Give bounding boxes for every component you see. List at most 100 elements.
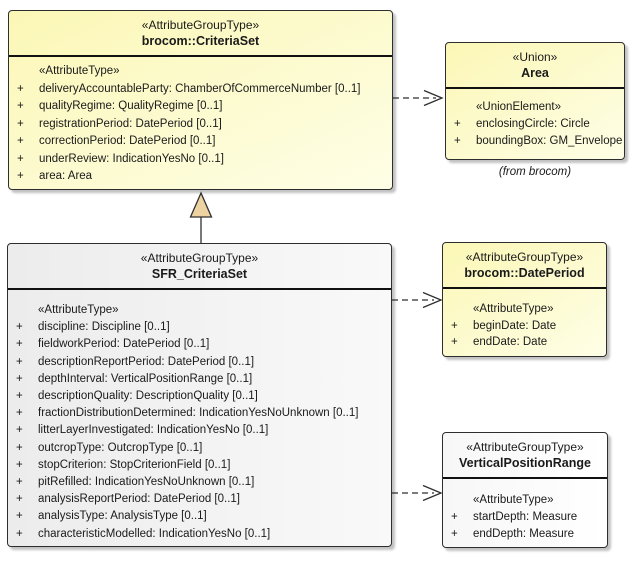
visibility-sign: + <box>17 135 24 147</box>
visibility-sign: + <box>16 510 23 523</box>
visibility-sign: + <box>16 321 23 334</box>
class-box-brocom-dateperiod[interactable]: «AttributeGroupType» brocom::DatePeriod … <box>442 242 607 357</box>
attribute-text: registrationPeriod: DatePeriod [0..1] <box>39 117 222 130</box>
class-box-verticalpositionrange[interactable]: «AttributeGroupType» VerticalPositionRan… <box>442 432 608 548</box>
attribute-row: + pitRefilled: IndicationYesNoUnknown [0.… <box>16 474 389 491</box>
visibility-sign: + <box>451 511 458 523</box>
visibility-sign: + <box>17 152 24 165</box>
class-attributes: «AttributeType» +startDepth: Measure + en… <box>443 479 607 543</box>
class-header: «AttributeGroupType» SFR_CriteriaSet <box>8 244 391 290</box>
attribute-text: analysisReportPeriod: DatePeriod [0..1] <box>38 493 240 506</box>
attribute-row: + deliveryAccountableParty: ChamberOfComm… <box>17 81 390 99</box>
class-stereotype: «AttributeGroupType» <box>465 250 584 264</box>
visibility-sign: + <box>16 424 23 437</box>
visibility-sign: + <box>16 372 23 385</box>
class-name: Area <box>521 66 549 80</box>
visibility-sign: + <box>17 170 24 182</box>
attribute-text: deliveryAccountableParty: ChamberOfComme… <box>39 82 361 95</box>
visibility-sign: + <box>16 493 23 506</box>
attribute-text: outcropType: OutcropType [0..1] <box>38 441 203 454</box>
attribute-text: correctionPeriod: DatePeriod [0..1] <box>39 135 216 147</box>
attribute-row: + fractionDistributionDetermined: Indicat… <box>16 405 389 422</box>
attribute-row: + descriptionReportPeriod: DatePeriod [0.… <box>16 354 389 371</box>
visibility-sign: + <box>16 441 23 454</box>
attribute-text: qualityRegime: QualityRegime [0..1] <box>39 100 223 112</box>
attribute-text: fieldworkPeriod: DatePeriod [0..1] <box>38 338 210 351</box>
attribute-row: + enclosingCircle: Circle <box>454 116 622 133</box>
visibility-sign: + <box>451 528 458 540</box>
section-stereotype: «AttributeType» <box>38 304 119 316</box>
generalization-arrow[interactable] <box>189 191 213 243</box>
attribute-text: discipline: Discipline [0..1] <box>38 321 170 334</box>
dependency-arrow-to-dateperiod[interactable] <box>392 291 443 309</box>
attribute-row: + correctionPeriod: DatePeriod [0..1] <box>17 133 390 151</box>
visibility-sign: + <box>17 117 24 130</box>
attribute-row: + beginDate: Date <box>451 318 604 335</box>
visibility-sign: + <box>16 458 23 471</box>
attribute-row: + depthInterval: VerticalPositionRange [0… <box>16 371 389 388</box>
attribute-text: boundingBox: GM_Envelope <box>476 135 623 147</box>
attribute-row: + registrationPeriod: DatePeriod [0..1] <box>17 116 390 134</box>
dependency-arrow-to-verticalpositionrange[interactable] <box>392 484 443 502</box>
class-attributes: «AttributeType» + deliveryAccountablePart… <box>9 57 392 186</box>
visibility-sign: + <box>16 338 23 351</box>
class-header: «AttributeGroupType» brocom::CriteriaSet <box>9 11 392 57</box>
class-header: «AttributeGroupType» brocom::DatePeriod <box>443 243 606 289</box>
attribute-row: + boundingBox: GM_Envelope <box>454 133 622 150</box>
class-box-brocom-criteriaset[interactable]: «AttributeGroupType» brocom::CriteriaSet… <box>8 10 393 190</box>
class-box-area[interactable]: «Union» Area «UnionElement» + enclosingCi… <box>445 42 625 160</box>
attribute-row: + outcropType: OutcropType [0..1] <box>16 440 389 457</box>
visibility-sign: + <box>454 135 461 147</box>
attribute-text: pitRefilled: IndicationYesNoUnknown [0..… <box>38 476 255 489</box>
section-stereotype: «AttributeType» <box>473 494 554 506</box>
visibility-sign: + <box>16 390 23 403</box>
attribute-text: stopCriterion: StopCriterionField [0..1] <box>38 458 231 471</box>
attribute-text: endDate: Date <box>473 336 548 348</box>
class-stereotype: «Union» <box>512 50 558 64</box>
visibility-sign: + <box>16 407 23 420</box>
class-attributes: «AttributeType» + beginDate: Date +endDat… <box>443 289 606 351</box>
attribute-text: endDepth: Measure <box>473 528 575 540</box>
attribute-text: area: Area <box>39 170 93 182</box>
class-attributes: «AttributeType» + discipline: Discipline … <box>8 290 391 543</box>
class-stereotype: «AttributeGroupType» <box>140 251 259 265</box>
class-name: brocom::CriteriaSet <box>141 34 260 48</box>
attribute-text: beginDate: Date <box>473 319 557 332</box>
attribute-row: + stopCriterion: StopCriterionField [0..1… <box>16 457 389 474</box>
attribute-text: underReview: IndicationYesNo [0..1] <box>39 152 224 165</box>
class-stereotype: «AttributeGroupType» <box>466 440 584 454</box>
visibility-sign: + <box>451 319 458 332</box>
attribute-text: fractionDistributionDetermined: Indicati… <box>38 407 359 420</box>
attribute-text: characteristicModelled: IndicationYesNo … <box>38 527 271 540</box>
section-stereotype: «UnionElement» <box>476 101 562 113</box>
visibility-sign: + <box>16 476 23 489</box>
attribute-row: + area: Area <box>17 168 390 186</box>
class-box-sfr-criteriaset[interactable]: «AttributeGroupType» SFR_CriteriaSet «At… <box>7 243 392 547</box>
class-name: brocom::DatePeriod <box>464 266 585 280</box>
visibility-sign: + <box>17 82 24 95</box>
attribute-row: + discipline: Discipline [0..1] <box>16 319 389 336</box>
attribute-text: depthInterval: VerticalPositionRange [0.… <box>38 372 253 385</box>
attribute-row: +descriptionQuality: DescriptionQuality … <box>16 388 389 405</box>
attribute-text: descriptionReportPeriod: DatePeriod [0..… <box>38 355 255 368</box>
attribute-text: enclosingCircle: Circle <box>476 118 590 130</box>
attribute-row: +endDate: Date <box>451 334 604 351</box>
section-stereotype: «AttributeType» <box>39 65 120 77</box>
attribute-row: +litterLayerInvestigated: IndicationYesN… <box>16 422 389 439</box>
visibility-sign: + <box>454 118 461 130</box>
visibility-sign: + <box>16 527 23 540</box>
dependency-arrow-to-area[interactable] <box>393 89 444 107</box>
class-name: VerticalPositionRange <box>459 456 591 470</box>
visibility-sign: + <box>16 355 23 368</box>
attribute-row: + analysisType: AnalysisType [0..1] <box>16 508 389 525</box>
attribute-row: + underReview: IndicationYesNo [0..1] <box>17 151 390 169</box>
section-stereotype: «AttributeType» <box>473 303 554 315</box>
class-name: SFR_CriteriaSet <box>151 267 248 281</box>
attribute-text: analysisType: AnalysisType [0..1] <box>38 510 207 523</box>
from-package-note: (from brocom) <box>498 166 572 178</box>
attribute-row: +startDepth: Measure <box>451 509 605 526</box>
class-stereotype: «AttributeGroupType» <box>141 18 260 32</box>
attribute-row: + endDepth: Measure <box>451 526 605 543</box>
class-attributes: «UnionElement» +enclosingCircle: Circle … <box>446 89 624 150</box>
